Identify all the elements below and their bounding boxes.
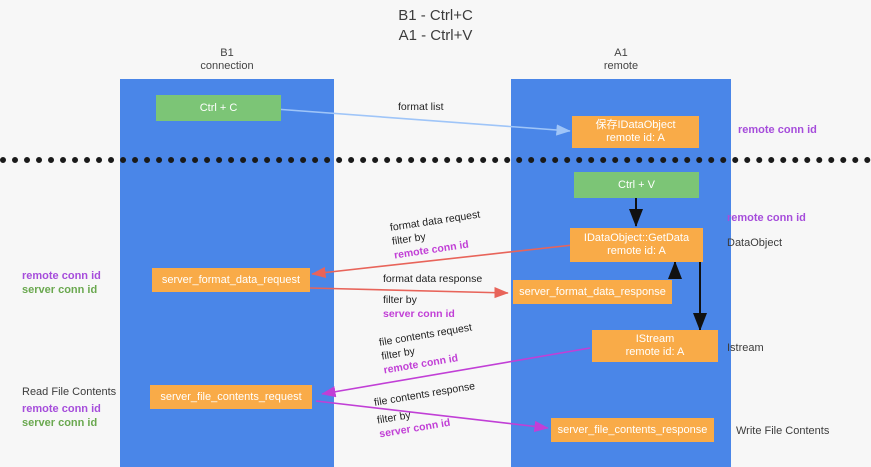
arrow-format-data-request bbox=[311, 244, 574, 279]
right-label-remote-conn-id-mid-text: remote conn id bbox=[727, 212, 806, 224]
right-label-istream: Istream bbox=[727, 341, 764, 355]
box-ctrl-v-label: Ctrl + V bbox=[618, 178, 655, 191]
box-istream-line1: IStream bbox=[635, 333, 675, 345]
right-label-dataobject: DataObject bbox=[727, 236, 782, 250]
right-label-dataobject-text: DataObject bbox=[727, 237, 783, 249]
box-server-file-contents-response-label: server_file_contents_response bbox=[557, 423, 708, 436]
left-label-remote-conn-id-2: remote conn id bbox=[22, 403, 101, 415]
box-ctrl-c[interactable]: Ctrl + C bbox=[156, 95, 281, 121]
left-label-conn-ids-bottom: remote conn id server conn id bbox=[22, 402, 101, 430]
page-title: B1 - Ctrl+C A1 - Ctrl+V bbox=[0, 6, 871, 46]
title-line-2: A1 - Ctrl+V bbox=[398, 27, 473, 44]
box-save-idataobject-line2: remote id: A bbox=[606, 132, 665, 144]
arrow-label-format-list-line1: format list bbox=[398, 101, 444, 113]
box-save-idataobject[interactable]: 保存IDataObject remote id: A bbox=[572, 116, 699, 148]
title-line-1: B1 - Ctrl+C bbox=[398, 7, 473, 24]
box-server-file-contents-request-label: server_file_contents_request bbox=[160, 390, 302, 403]
right-label-remote-conn-id-top-text: remote conn id bbox=[738, 124, 817, 136]
box-istream-line2: remote id: A bbox=[625, 346, 685, 358]
column-header-a1-name: A1 bbox=[614, 47, 628, 59]
box-server-format-data-response-label: server_format_data_response bbox=[519, 285, 666, 298]
arrow-file-contents-request bbox=[321, 347, 591, 398]
arrow-label-format-list: format list bbox=[398, 100, 444, 114]
box-idataobject-getdata[interactable]: IDataObject::GetData remote id: A bbox=[570, 228, 703, 262]
box-idataobject-getdata-line1: IDataObject::GetData bbox=[583, 232, 690, 244]
box-idataobject-getdata-line2: remote id: A bbox=[607, 245, 666, 257]
arrow-label-format-data-response-line1: format data response bbox=[383, 273, 483, 285]
box-istream[interactable]: IStream remote id: A bbox=[592, 330, 718, 362]
arrow-label-format-data-response-line2: filter by server conn id bbox=[383, 293, 482, 321]
box-save-idataobject-line1: 保存IDataObject bbox=[595, 119, 676, 131]
right-label-write-file-contents: Write File Contents bbox=[736, 424, 829, 438]
box-server-file-contents-response[interactable]: server_file_contents_response bbox=[551, 418, 714, 442]
column-header-b1-name: B1 bbox=[220, 47, 234, 59]
box-server-format-data-request[interactable]: server_format_data_request bbox=[152, 268, 310, 292]
left-label-server-conn-id-2: server conn id bbox=[22, 417, 98, 429]
left-label-read-file-contents-text: Read File Contents bbox=[22, 386, 117, 398]
column-header-a1: A1 remote bbox=[551, 47, 691, 73]
left-label-read-file-contents: Read File Contents bbox=[22, 385, 116, 399]
arrow-format-data-response bbox=[309, 287, 509, 299]
column-header-b1: B1 connection bbox=[157, 47, 297, 73]
right-label-remote-conn-id-top: remote conn id bbox=[738, 123, 817, 137]
right-label-istream-text: Istream bbox=[727, 342, 764, 354]
right-label-remote-conn-id-mid: remote conn id bbox=[727, 211, 806, 225]
arrow-label-format-data-response-highlight: server conn id bbox=[383, 308, 455, 320]
left-label-remote-conn-id: remote conn id bbox=[22, 270, 101, 282]
box-server-format-data-response[interactable]: server_format_data_response bbox=[513, 280, 672, 304]
box-server-file-contents-request[interactable]: server_file_contents_request bbox=[150, 385, 312, 409]
arrow-label-format-data-response-prefix: filter by bbox=[383, 294, 417, 306]
box-ctrl-v[interactable]: Ctrl + V bbox=[574, 172, 699, 198]
column-header-a1-role: remote bbox=[603, 60, 639, 72]
left-label-server-conn-id: server conn id bbox=[22, 284, 98, 296]
arrow-format-list bbox=[274, 108, 571, 136]
box-ctrl-c-label: Ctrl + C bbox=[199, 101, 238, 114]
arrow-file-contents-response bbox=[315, 400, 549, 432]
section-divider bbox=[0, 157, 871, 163]
arrow-label-format-data-response: format data response filter by server co… bbox=[383, 272, 482, 321]
left-label-conn-ids-top: remote conn id server conn id bbox=[22, 269, 101, 297]
box-server-format-data-request-label: server_format_data_request bbox=[161, 273, 301, 286]
right-label-write-file-contents-text: Write File Contents bbox=[736, 425, 830, 437]
column-header-b1-role: connection bbox=[200, 60, 254, 72]
